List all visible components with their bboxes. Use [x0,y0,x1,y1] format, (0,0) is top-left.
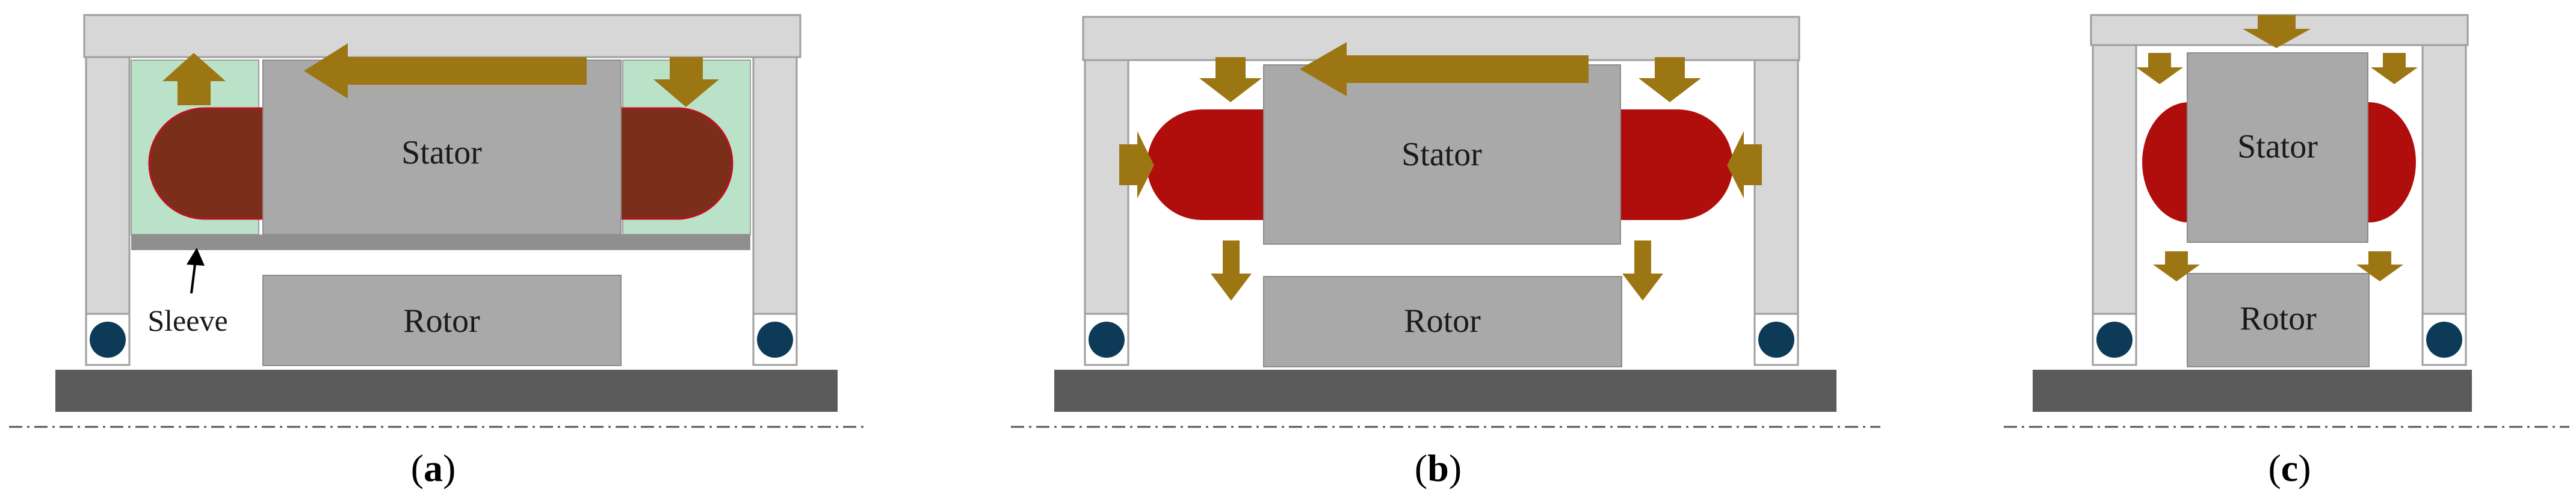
force-arrow-down-mid-left [2153,251,2200,281]
stator-label: Stator [2237,128,2318,165]
stator-block [262,60,622,235]
frame-leg-left [1084,59,1129,315]
bearing-right [1758,322,1794,358]
winding-right [617,107,734,220]
panel-b: Stator Rotor (b) [1011,16,1880,489]
frame-top [83,14,802,58]
bearing-right [2426,322,2462,358]
frame-leg-left [85,56,131,315]
stator-block [2187,52,2368,243]
force-arrow-left [1300,42,1589,96]
force-arrow-right-in [1119,131,1154,198]
force-arrow-down [653,57,719,107]
force-arrow-down-mid-right [2356,251,2403,281]
base-plate [2033,370,2472,412]
force-arrow-left-in [1727,131,1762,198]
rotor-label: Rotor [1404,302,1481,340]
frame-leg-right [1753,59,1799,315]
force-arrow-down-bottom-left [1211,240,1252,301]
base-plate [1054,370,1836,412]
sleeve-label: Sleeve [147,304,227,337]
base-plate [55,370,838,412]
rotor-label: Rotor [403,302,480,340]
force-arrow-down-top-left [1199,57,1262,102]
sleeve-pointer-line [190,259,197,294]
stator-label: Stator [1401,136,1482,173]
rotor-label: Rotor [2240,300,2317,337]
frame-leg-right [752,56,798,315]
sleeve-bar [131,234,750,250]
panel-c: Stator Rotor (c) [2004,14,2569,489]
force-arrow-down-top [2243,15,2311,48]
force-arrow-down-top-right [2371,53,2418,84]
force-arrow-down-top-left [2136,53,2183,84]
rotor-block [1263,276,1622,367]
force-arrow-down-top-right [1639,57,1701,102]
bearing-left [90,322,126,358]
stator-block [1263,64,1621,245]
frame-leg-right [2421,44,2467,315]
force-arrow-up [162,53,226,105]
rotor-block [262,275,622,366]
rotor-block [2187,273,2370,367]
bearing-right [757,322,793,358]
sleeve-pointer-head [187,248,205,266]
winding-right [1619,109,1733,220]
stator-label: Stator [401,134,482,171]
panel-a: Stator Rotor Sleeve (a) [9,14,866,489]
force-arrow-left [304,43,587,99]
caption-a: (a) [411,447,456,489]
winding-right [2365,102,2416,222]
winding-left [148,107,264,220]
frame-leg-left [2092,44,2137,315]
winding-left [1147,109,1265,220]
caption-b: (b) [1415,447,1462,489]
force-arrow-down-bottom-right [1622,240,1663,301]
caption-c: (c) [2268,447,2311,489]
winding-left [2142,102,2193,222]
bearing-left [1089,322,1125,358]
frame-top [1082,16,1800,61]
bearing-left [2096,322,2133,358]
